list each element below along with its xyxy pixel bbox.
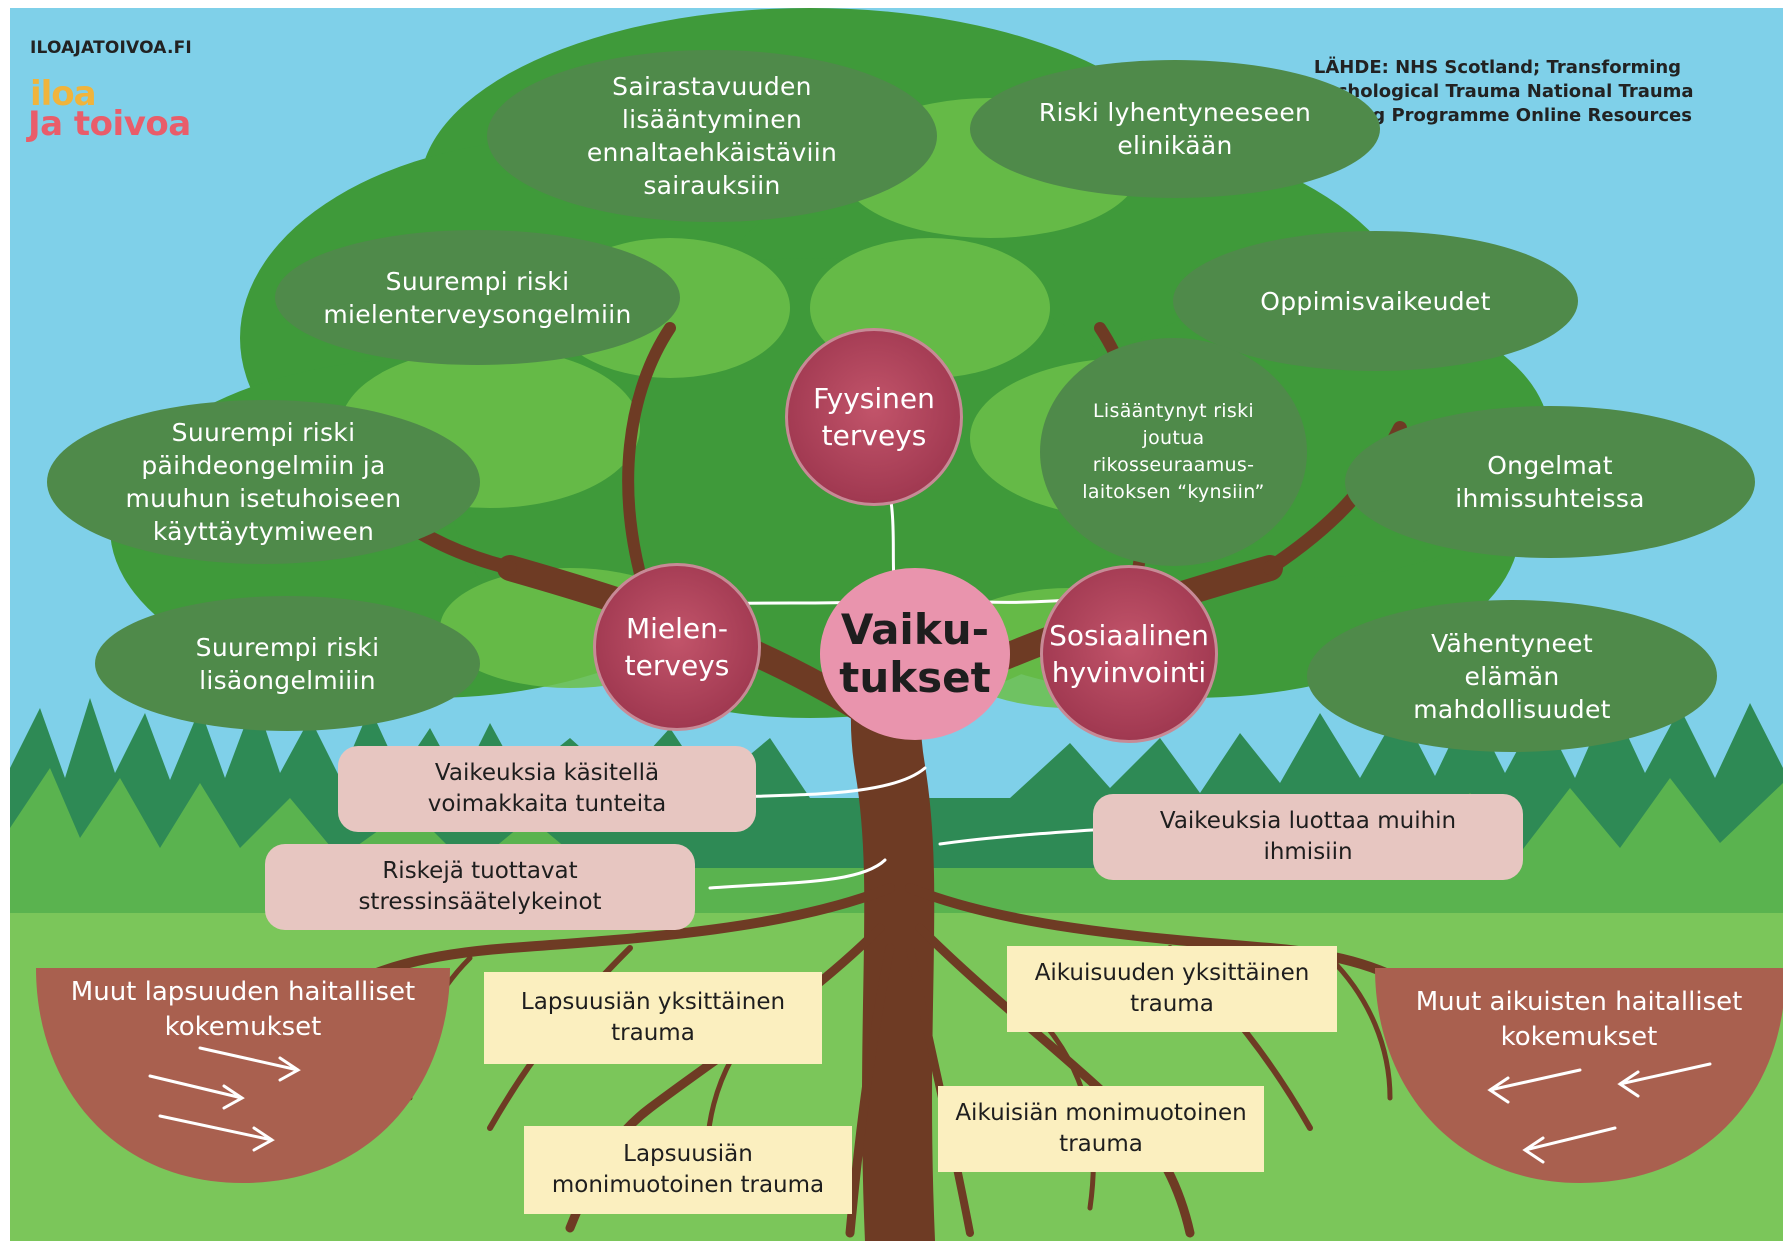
- leaf-label: Lisääntynyt riski joutua rikosseuraamus-…: [1082, 400, 1265, 503]
- note-childhood-complex-trauma: Lapsuusiän monimuotoinen trauma: [524, 1126, 852, 1214]
- circle-effects-center: Vaiku- tukset: [820, 568, 1010, 740]
- leaf-label: Suurempi riski päihdeongelmiin ja muuhun…: [125, 418, 402, 546]
- circle-mental-health: Mielen- terveys: [593, 563, 761, 731]
- pill-label: Vaikeuksia luottaa muihin ihmisiin: [1159, 808, 1457, 865]
- note-label: Aikuisuuden yksittäinen trauma: [1034, 960, 1310, 1017]
- circle-physical-health: Fyysinen terveys: [785, 328, 963, 506]
- leaf-learning-difficulties: Oppimisvaikeudet: [1173, 231, 1578, 371]
- circle-label: Sosiaalinen hyvinvointi: [1049, 619, 1209, 689]
- logo-line-1: iloa: [30, 74, 97, 114]
- bowl-label-text: Muut lapsuuden haitalliset kokemukset: [70, 977, 416, 1042]
- site-name[interactable]: ILOAJATOIVOA.FI: [30, 38, 192, 58]
- logo[interactable]: iloa Ja toivoa: [28, 74, 238, 154]
- logo-line-2: Ja toivoa: [28, 104, 191, 144]
- leaf-label: Suurempi riski lisäongelmiiin: [195, 632, 380, 695]
- note-label: Aikuisiän monimuotoinen trauma: [955, 1100, 1247, 1157]
- leaf-label: Oppimisvaikeudet: [1260, 286, 1491, 316]
- leaf-further-problems: Suurempi riski lisäongelmiiin: [95, 596, 480, 731]
- circle-label: Fyysinen terveys: [813, 382, 935, 452]
- infographic: ILOAJATOIVOA.FI iloa Ja toivoa LÄHDE: NH…: [10, 8, 1783, 1241]
- leaf-prison-risk: Lisääntynyt riski joutua rikosseuraamus-…: [1040, 338, 1307, 566]
- note-childhood-single-trauma: Lapsuusiän yksittäinen trauma: [484, 972, 822, 1064]
- pill-label: Riskejä tuottavat stressinsäätelykeinot: [358, 858, 602, 915]
- pill-trust-difficulty: Vaikeuksia luottaa muihin ihmisiin: [1093, 794, 1523, 880]
- leaf-label: Vähentyneet elämän mahdollisuudet: [1413, 628, 1611, 724]
- leaf-reduced-opportunities: Vähentyneet elämän mahdollisuudet: [1307, 600, 1717, 752]
- note-adult-complex-trauma: Aikuisiän monimuotoinen trauma: [938, 1086, 1264, 1172]
- pill-risky-coping: Riskejä tuottavat stressinsäätelykeinot: [265, 844, 695, 930]
- leaf-chronic-illness: Sairastavuuden lisääntyminen ennaltaehkä…: [487, 50, 937, 222]
- leaf-label: Riski lyhentyneeseen elinikään: [1038, 98, 1312, 160]
- bowl-label-text: Muut aikuisten haitalliset kokemukset: [1415, 987, 1743, 1052]
- bowl-arrows: [148, 1046, 1712, 1164]
- note-adult-single-trauma: Aikuisuuden yksittäinen trauma: [1007, 946, 1337, 1032]
- bowl-right: [1375, 968, 1783, 1183]
- leaf-relationship-problems: Ongelmat ihmissuhteissa: [1345, 406, 1755, 558]
- note-label: Lapsuusiän yksittäinen trauma: [520, 989, 786, 1046]
- leaf-label: Ongelmat ihmissuhteissa: [1455, 451, 1645, 513]
- pill-label: Vaikeuksia käsitellä voimakkaita tunteit…: [427, 760, 667, 817]
- leaf-label: Suurempi riski mielenterveysongelmiin: [323, 266, 632, 329]
- circle-social-wellbeing: Sosiaalinen hyvinvointi: [1040, 565, 1218, 743]
- bowl-left: [36, 968, 450, 1183]
- bowl-adult-adverse-label: Muut aikuisten haitalliset kokemukset: [1375, 980, 1783, 1060]
- leaf-label: Sairastavuuden lisääntyminen ennaltaehkä…: [586, 72, 838, 200]
- bowl-childhood-adverse-label: Muut lapsuuden haitalliset kokemukset: [36, 970, 450, 1050]
- leaf-shorter-lifespan: Riski lyhentyneeseen elinikään: [970, 60, 1380, 198]
- center-label: Vaiku- tukset: [839, 605, 991, 702]
- pill-emotion-difficulty: Vaikeuksia käsitellä voimakkaita tunteit…: [338, 746, 756, 832]
- note-label: Lapsuusiän monimuotoinen trauma: [551, 1141, 825, 1198]
- leaf-mental-health-risk: Suurempi riski mielenterveysongelmiin: [275, 230, 680, 365]
- circle-label: Mielen- terveys: [624, 612, 730, 682]
- leaf-substance-abuse-risk: Suurempi riski päihdeongelmiin ja muuhun…: [47, 400, 480, 564]
